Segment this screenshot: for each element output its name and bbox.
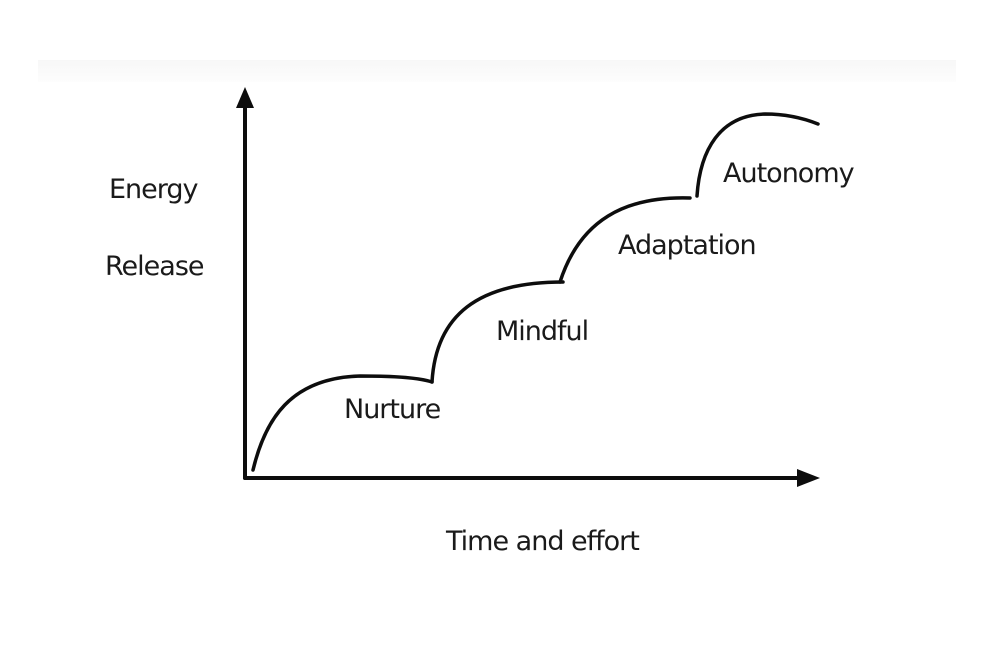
y-axis-label-release: Release <box>105 251 204 282</box>
stage-label-nurture: Nurture <box>344 394 441 425</box>
mindful-curve <box>430 280 565 384</box>
x-axis-label: Time and effort <box>445 526 639 557</box>
autonomy-curve <box>695 112 820 198</box>
stage-label-adaptation: Adaptation <box>618 230 756 261</box>
stage-label-mindful: Mindful <box>496 316 588 347</box>
y-axis-label-energy: Energy <box>109 174 199 205</box>
adaptation-curve <box>558 196 692 284</box>
x-axis-arrowhead <box>797 469 820 487</box>
top-band <box>38 60 956 82</box>
nurture-curve <box>251 374 434 472</box>
stage-label-autonomy: Autonomy <box>723 158 855 189</box>
y-axis-arrowhead <box>236 87 254 108</box>
